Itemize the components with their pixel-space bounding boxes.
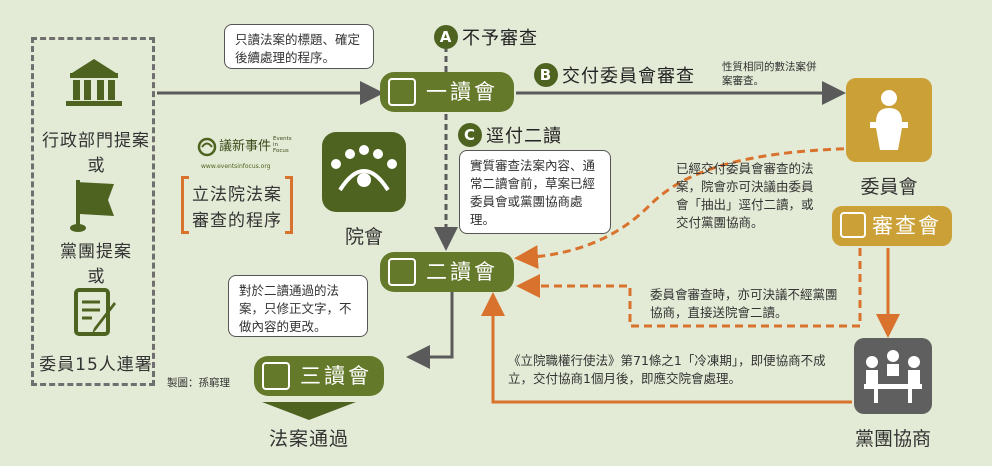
committee-label: 委員會 [860,176,918,198]
third-reading: 三讀會 [254,356,384,396]
arrow-review-to-second [516,248,862,328]
logo-icon [197,137,217,157]
logo-url: www.eventsinfocus.org [201,163,271,170]
diagram-title: 立法院法案 審查的程序 [181,176,293,234]
note-committee-direct: 委員會審查時，亦可決議不經黨團協商，直接送院會二讀。 [650,287,838,320]
first-reading: 一讀會 [380,72,514,112]
arrow-negotiation-to-second [481,292,852,404]
gavel-icon [262,362,290,390]
gavel-icon [388,78,416,106]
arrow-second-to-third [406,292,454,369]
third-reading-label: 三讀會 [300,364,372,388]
note-recall: 已經交付委員會審查的法案，院會亦可決議由委員會「抽出」逕付二讀，或交付黨團協商。 [676,161,814,230]
logo-text: 議新事件 [219,139,272,154]
source-or-1: 或 [87,156,105,176]
option-a-badge: A [434,25,458,49]
title-line-1: 立法院法案 [192,185,282,205]
government-building-icon [66,59,122,106]
review-meeting: 審查會 [832,206,952,246]
plenary-seating-icon [331,145,397,192]
podium-speaker-icon [870,90,908,150]
source-member: 委員15人連署 [39,355,153,375]
flag-icon [70,180,114,232]
note-second-reading: 實質審查法案內容、通常二讀會前，草案已經委員會或黨團協商處理。 [459,150,611,234]
second-reading: 二讀會 [380,252,514,292]
negotiation-label: 黨團協商 [854,428,931,450]
note-third-reading: 對於二讀通過的法案，只修正文字，不做內容的更改。 [228,275,368,337]
committee-icon-box [846,78,932,162]
plenary-icon-box [322,132,406,212]
note-cooling-period: 《立院職權行使法》第71條之1「冷凍期」，即便協商不成立，交付協商1個月後，即應… [508,353,826,386]
logo-sub: Events in Focus [273,136,292,154]
arrow-recall-to-second [514,146,871,270]
signed-document-icon [74,288,116,336]
source-or-2: 或 [87,267,105,287]
proposal-sources: 行政部門提案 或 黨團提案 或 委員15人連署 [31,37,155,386]
option-b-badge: B [534,63,558,87]
meeting-table-icon [864,350,922,403]
plenary-label: 院會 [344,226,383,248]
option-c-badge: C [458,123,482,147]
result-arrowhead [262,402,356,420]
review-meeting-label: 審查會 [872,214,941,238]
credit: 製圖：孫窮理 [167,377,230,389]
gavel-icon [840,212,866,238]
source-executive: 行政部門提案 [42,131,150,151]
option-b-label: 交付委員會審查 [562,66,695,87]
gavel-icon [388,258,416,286]
source-party: 黨團提案 [60,242,132,262]
note-same-nature: 性質相同的數法案併案審查。 [722,61,817,87]
option-a-label: 不予審查 [462,28,538,49]
title-line-2: 審查的程序 [192,211,282,231]
result-label: 法案通過 [268,428,349,450]
second-reading-label: 二讀會 [426,260,498,284]
negotiation-icon-box [854,338,932,414]
option-c-label: 逕付二讀 [486,126,562,147]
first-reading-label: 一讀會 [426,80,498,104]
note-first-reading: 只讀法案的標題、確定後續處理的程序。 [224,24,374,69]
